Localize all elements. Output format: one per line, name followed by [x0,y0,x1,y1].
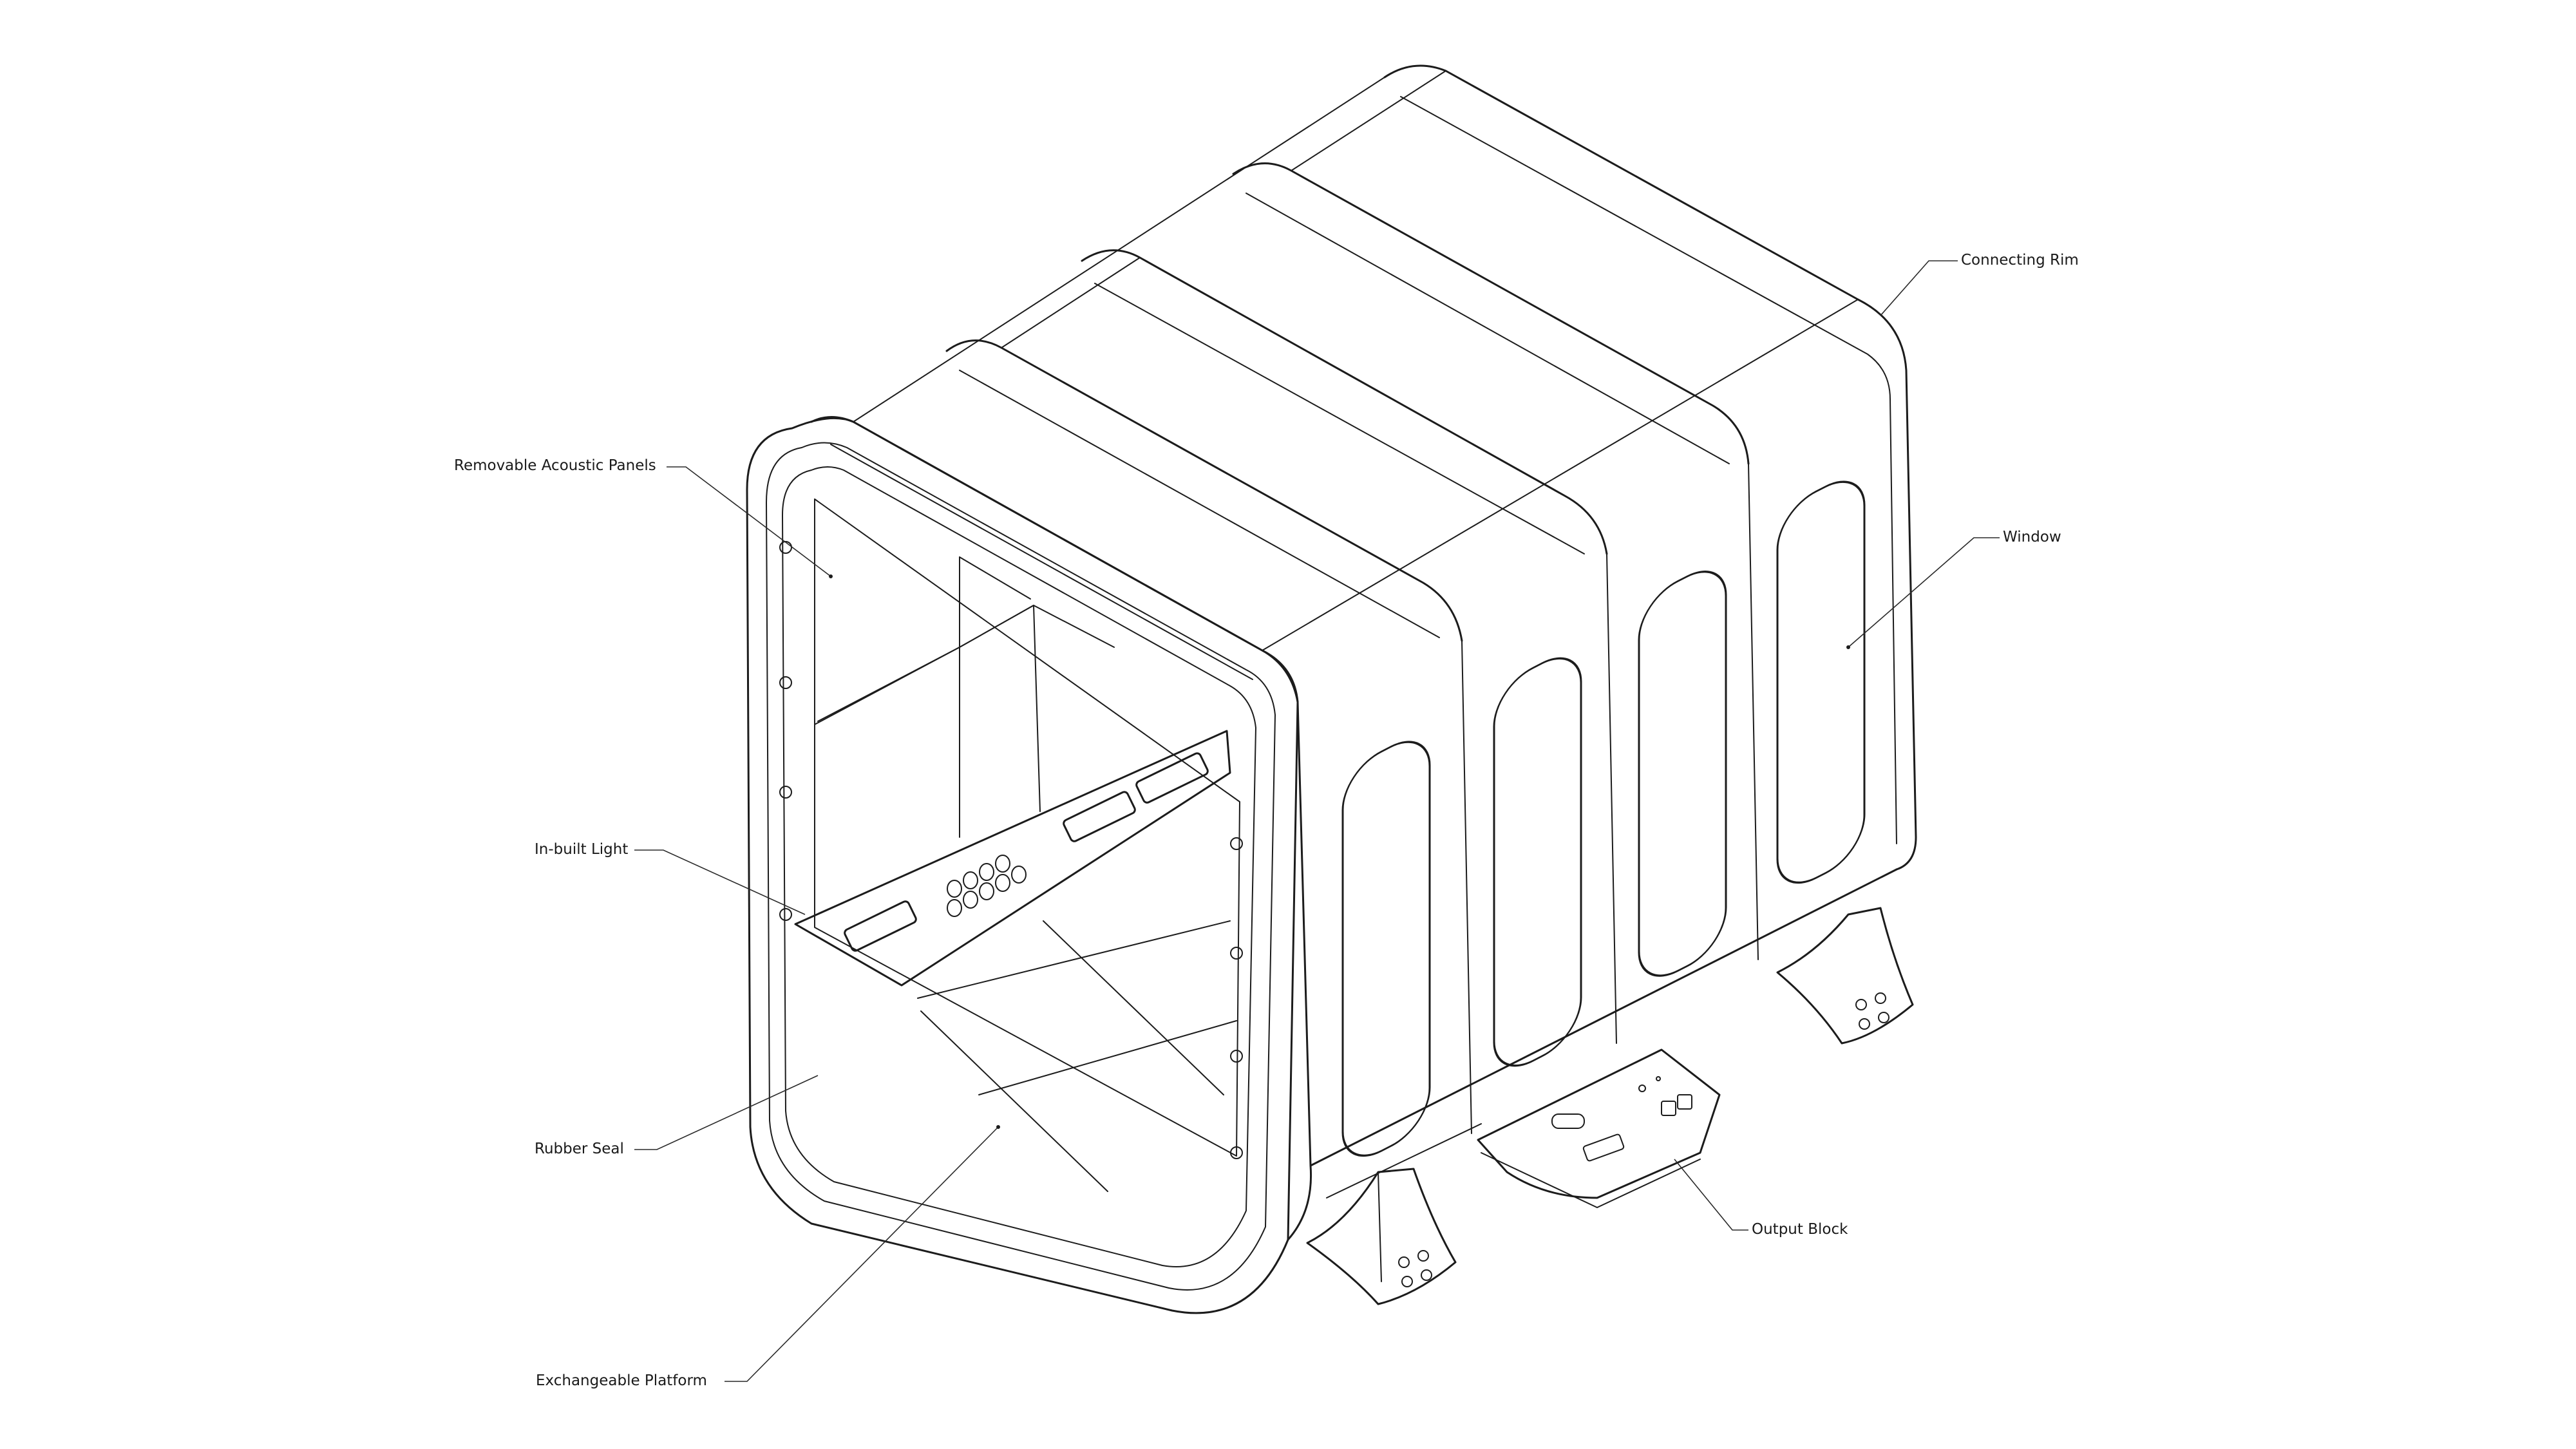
label-rubber-seal: Rubber Seal [535,1141,624,1157]
label-exchangeable-platform: Exchangeable Platform [536,1372,707,1389]
body-side [1287,463,1898,1241]
leader-lines [634,260,2000,1382]
feet [1306,907,1914,1305]
body-ribs [810,64,1917,871]
label-window: Window [2003,529,2061,545]
front-frame [746,417,1299,1314]
label-output-block: Output Block [1752,1221,1848,1238]
light-bar [794,730,1231,987]
label-in-built-light: In-built Light [535,841,629,858]
label-connecting-rim: Connecting Rim [1961,252,2079,269]
interior [814,556,1237,1192]
windows [1341,480,1866,1157]
label-removable-acoustic-panels: Removable Acoustic Panels [454,457,656,474]
output-block-shape [1477,1048,1721,1208]
